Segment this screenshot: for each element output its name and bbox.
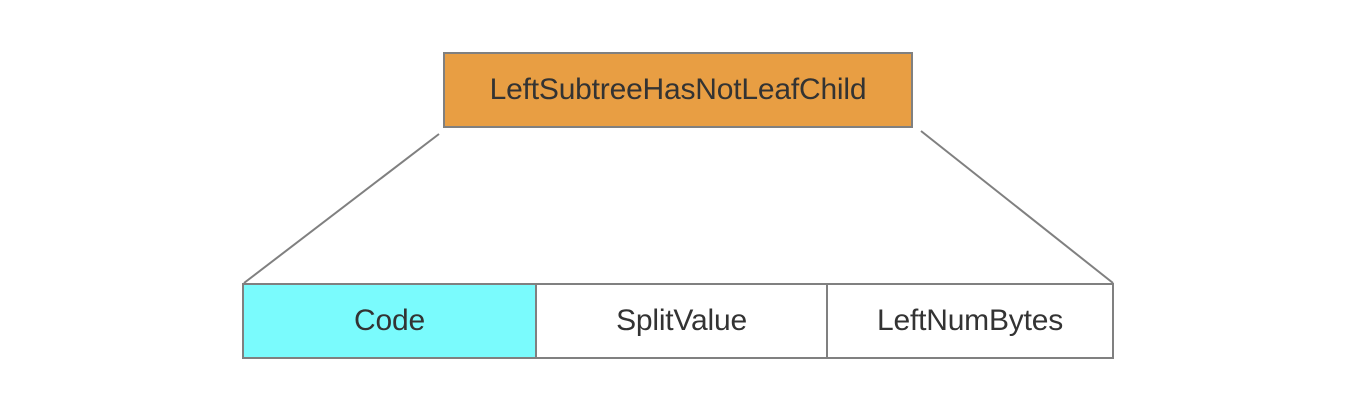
field-left-num-bytes: LeftNumBytes bbox=[826, 285, 1112, 357]
node-left-subtree-has-not-leaf-child: LeftSubtreeHasNotLeafChild bbox=[443, 52, 913, 128]
node-label: LeftSubtreeHasNotLeafChild bbox=[489, 73, 867, 106]
field-layout-row: Code SplitValue LeftNumBytes bbox=[242, 283, 1114, 359]
field-code-label: Code bbox=[354, 304, 425, 337]
left-expansion-line bbox=[243, 133, 440, 284]
field-code: Code bbox=[244, 285, 535, 357]
right-expansion-line bbox=[920, 130, 1114, 284]
field-split-value-label: SplitValue bbox=[616, 304, 747, 337]
field-split-value: SplitValue bbox=[535, 285, 826, 357]
field-left-num-bytes-label: LeftNumBytes bbox=[876, 304, 1063, 337]
